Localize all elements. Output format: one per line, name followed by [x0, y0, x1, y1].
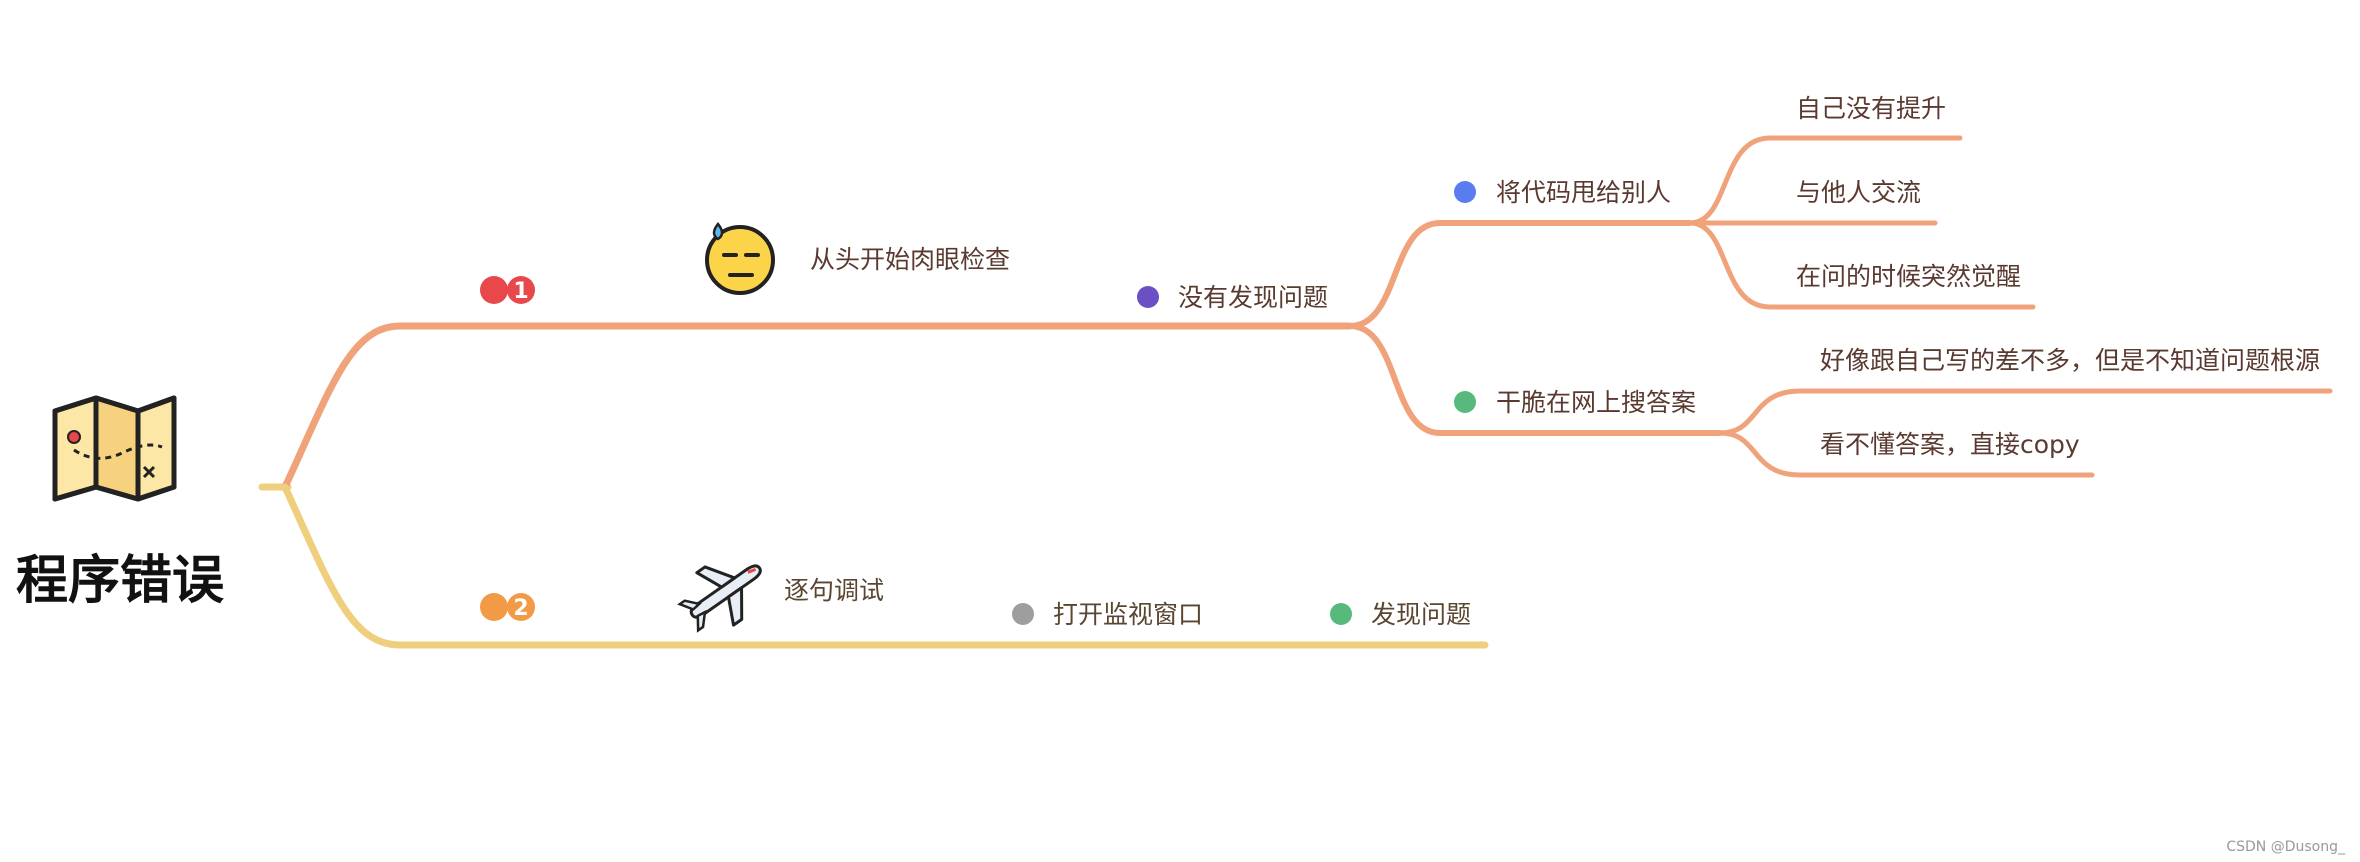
leaf-b1-label: 好像跟自己写的差不多，但是不知道问题根源	[1820, 346, 2320, 375]
branch-2-line	[281, 483, 1489, 649]
branch-2-badge: 2	[480, 593, 535, 621]
branch-1-badge: 1	[480, 276, 535, 304]
step-1-dot	[1012, 603, 1034, 625]
leaf-a2-label: 与他人交流	[1796, 178, 1921, 207]
sub-branch-a-line	[1347, 220, 1693, 329]
treasure-map-icon	[52, 395, 177, 502]
leaf-b2-label: 看不懂答案，直接copy	[1820, 430, 2080, 459]
leaf-a3-label: 在问的时候突然觉醒	[1796, 262, 2021, 291]
step-2-dot	[1330, 603, 1352, 625]
node-1-dot	[1137, 286, 1159, 308]
sub-branch-b-line	[1347, 323, 1723, 436]
branch-2-label: 逐句调试	[784, 576, 884, 605]
leaf-a1-label: 自己没有提升	[1796, 94, 1946, 123]
step-2-label: 发现问题	[1371, 600, 1471, 629]
leaf-a3-line	[1687, 220, 2036, 310]
branch-2-badge-number: 2	[513, 596, 528, 621]
branch-1-badge-number: 1	[513, 279, 528, 304]
leaf-a1-line	[1687, 135, 1963, 226]
node-1-label: 没有发现问题	[1178, 283, 1328, 312]
sub-branch-b-dot	[1454, 391, 1476, 413]
branch-1-label: 从头开始肉眼检查	[810, 245, 1010, 274]
root-title: 程序错误	[16, 551, 224, 611]
watermark: CSDN @Dusong_	[2226, 839, 2346, 855]
leaf-b2-line	[1717, 430, 2095, 478]
step-1-label: 打开监视窗口	[1053, 600, 1203, 629]
branch-1-line	[281, 322, 1354, 491]
leaf-b1-line	[1717, 388, 2333, 436]
sweat-face-emoji-icon	[705, 221, 775, 295]
sub-branch-b-label: 干脆在网上搜答案	[1496, 388, 1696, 417]
sub-branch-a-dot	[1454, 181, 1476, 203]
sub-branch-a-label: 将代码甩给别人	[1496, 178, 1671, 207]
airplane-icon	[677, 564, 762, 633]
